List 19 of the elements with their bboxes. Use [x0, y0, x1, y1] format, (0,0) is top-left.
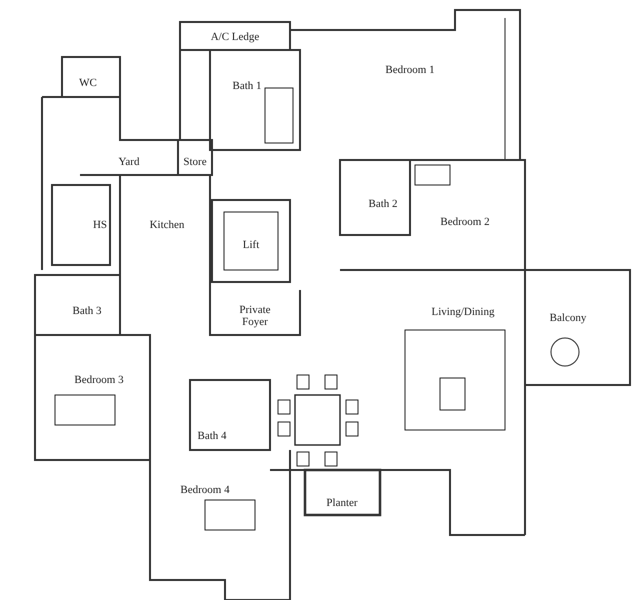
room-label: Lift [242, 239, 260, 251]
room-label: Bedroom 4 [180, 484, 230, 496]
room-label: A/C Ledge [210, 31, 260, 43]
room-label: Bedroom 3 [74, 374, 124, 386]
room-label: Kitchen [150, 219, 184, 231]
room-label: HS [92, 219, 108, 231]
room-label: Bath 4 [197, 430, 227, 442]
room-label: Bedroom 1 [385, 64, 435, 76]
room-label: Living/Dining [432, 306, 494, 318]
room-label: WC [79, 77, 97, 89]
room-label: Balcony [550, 312, 586, 324]
room-label: Private Foyer [238, 304, 272, 328]
room-label: Yard [118, 156, 140, 168]
room-label: Bath 2 [368, 198, 398, 210]
room-label: Bath 3 [72, 305, 102, 317]
room-label: Store [183, 156, 207, 168]
room-label: Planter [326, 497, 358, 509]
room-label: Bedroom 2 [440, 216, 490, 228]
room-label: Bath 1 [232, 80, 262, 92]
